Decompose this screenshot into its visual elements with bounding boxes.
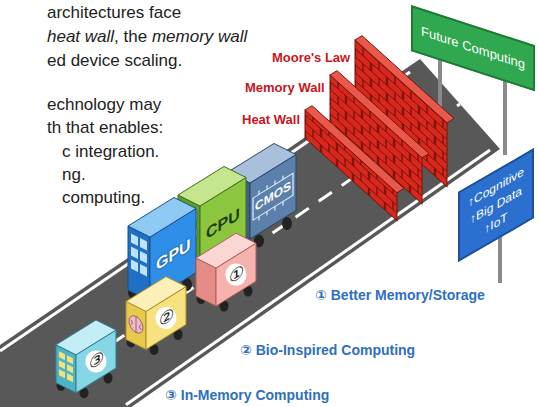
wall-label: Moore's Law [272,50,350,66]
car-top [126,277,186,312]
car-window [140,251,147,264]
body-text: ng. [62,165,86,184]
wall-label: Memory Wall [245,80,325,96]
body-text: heat wall [47,27,114,46]
body-text: , the [114,27,147,46]
car-window [140,264,147,277]
brain-folds [131,314,141,335]
body-text: architectures face [47,3,181,22]
car-window [59,360,65,369]
caption-label: ① Better Memory/Storage [315,287,485,304]
car-top [178,166,246,206]
car-window [131,247,138,260]
body-text: echnology may [47,95,161,114]
body-text: memory wall [152,27,247,46]
body-text: computing. [62,188,145,207]
car-window [131,234,138,247]
wall-label-text: Memory Wall [245,80,325,95]
caption-label: ③ In-Memory Computing [165,387,329,404]
caption-label-text: ② Bio-Inspired Computing [240,342,415,358]
sign-post [503,70,507,155]
car-window [140,238,147,251]
car-window [131,260,138,273]
brain-icon [129,313,143,336]
wheel [282,217,292,230]
text-line: th that enables: [47,118,163,138]
brain-shape [129,313,143,336]
brick-wall-top [305,106,404,193]
text-line: ed device scaling. [47,51,182,71]
text-line: ng. [62,165,86,185]
car-window [59,369,65,378]
text-line: echnology may [47,95,161,115]
text-line: computing. [62,188,145,208]
wall-label-text: Moore's Law [272,50,350,65]
car-window [67,364,73,373]
body-text: ed device scaling. [47,51,182,70]
sign-text: Future Computing [421,23,525,72]
brick-wall-face [305,110,397,221]
car-window [67,373,73,382]
car-window [67,355,73,364]
caption-label: ② Bio-Inspired Computing [240,342,415,359]
text-line: architectures face [47,3,181,23]
caption-label-text: ① Better Memory/Storage [315,287,485,303]
text-line: c integration. [62,142,159,162]
chip-body [253,173,293,220]
brick-wall [305,110,397,221]
body-text: th that enables: [47,118,163,137]
car-windows [59,351,73,382]
caption-label-text: ③ In-Memory Computing [165,387,329,403]
chip-outline [253,169,293,224]
body-text: c integration. [62,142,159,161]
car-windows [131,234,147,277]
car-top [196,233,256,268]
car-window [59,351,65,360]
car-top [56,320,116,355]
road-edge-line [126,150,490,405]
wall-label: Heat Wall [242,112,300,128]
text-line: heat wall, the memory wall [47,27,247,47]
wall-label-text: Heat Wall [242,112,300,127]
